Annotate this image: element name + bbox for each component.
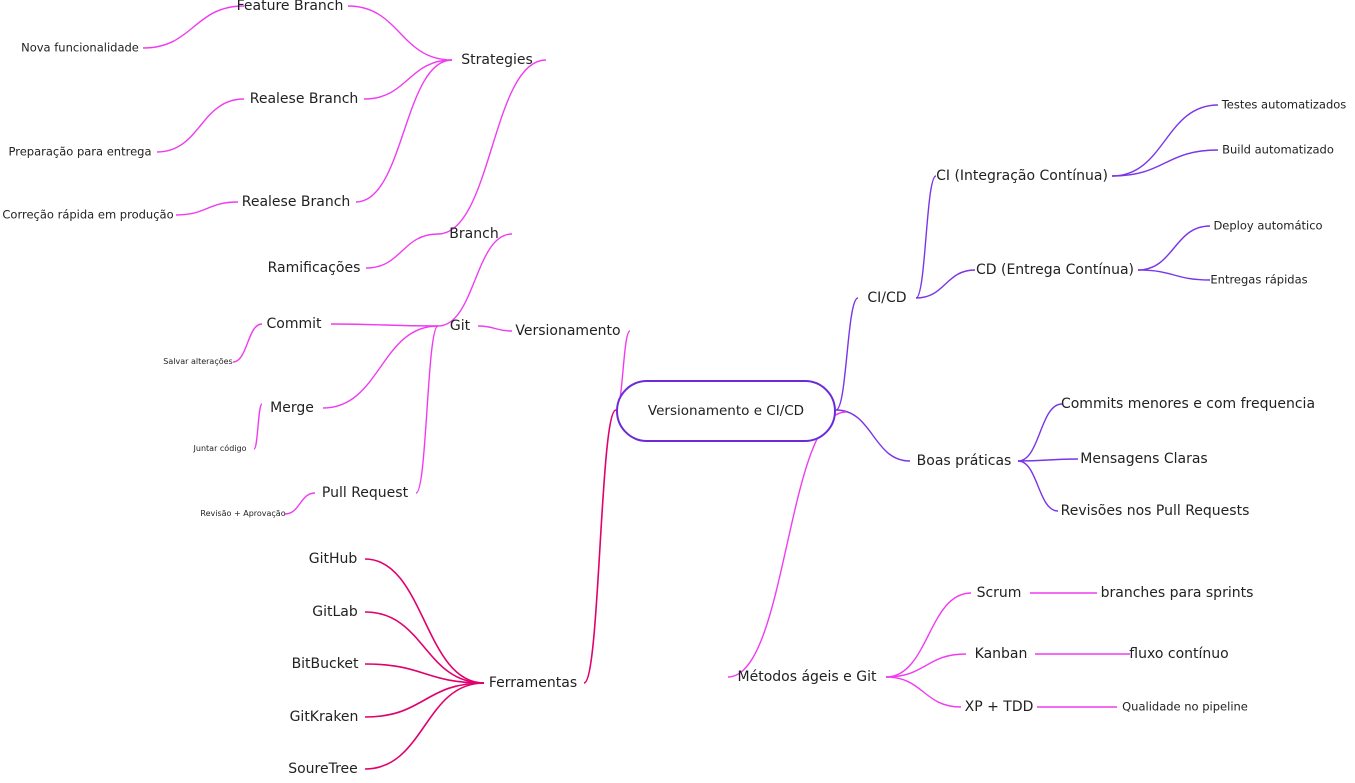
- node-bitbucket[interactable]: BitBucket: [291, 656, 359, 672]
- edge-git-pullrequest: [415, 325, 439, 494]
- node-ramificacoes[interactable]: Ramificações: [267, 260, 361, 276]
- edge-metodos-kanban: [885, 653, 967, 678]
- node-testes[interactable]: Testes automatizados: [1221, 97, 1347, 112]
- edge-ci-testes: [1111, 104, 1219, 177]
- edge-cd-entregas: [1137, 269, 1211, 281]
- node-gitlab[interactable]: GitLab: [312, 604, 358, 620]
- edge-boas-commits: [1017, 403, 1063, 462]
- node-branches-sprints[interactable]: branches para sprints: [1100, 585, 1254, 601]
- node-cd[interactable]: CD (Entrega Contínua): [975, 262, 1135, 278]
- edge-strategies-feature: [347, 5, 453, 61]
- node-nova-funcionalidade[interactable]: Nova funcionalidade: [21, 40, 139, 55]
- node-feature-branch[interactable]: Feature Branch: [236, 0, 344, 14]
- edge-boas-mensagens: [1017, 458, 1079, 462]
- edge-root-boas-praticas: [835, 409, 911, 462]
- node-boas-praticas[interactable]: Boas práticas: [916, 453, 1012, 469]
- edge-strategies-realese1: [363, 59, 453, 100]
- edge-git-branch: [437, 233, 513, 327]
- edge-metodos-xp: [885, 676, 962, 708]
- node-salvar[interactable]: Salvar alterações: [163, 357, 233, 366]
- edge-cd-deploy: [1137, 225, 1211, 271]
- node-ferramentas[interactable]: Ferramentas: [488, 675, 578, 691]
- edge-root-ferramentas: [583, 409, 617, 684]
- node-juntar[interactable]: Juntar código: [193, 444, 247, 453]
- edge-ci-build: [1111, 149, 1219, 177]
- edge-root-metodos: [727, 411, 847, 678]
- edge-branch-strategies: [437, 59, 547, 235]
- node-qualidade[interactable]: Qualidade no pipeline: [1122, 699, 1248, 714]
- edge-ferramentas-bitbucket: [364, 663, 485, 684]
- edge-boas-revisoes: [1017, 460, 1059, 512]
- edge-metodos-scrum: [885, 592, 972, 678]
- node-correcao[interactable]: Correção rápida em produção: [2, 207, 174, 222]
- node-kanban[interactable]: Kanban: [974, 646, 1028, 662]
- node-build[interactable]: Build automatizado: [1222, 142, 1334, 157]
- node-commits-menores[interactable]: Commits menores e com frequencia: [1060, 396, 1316, 412]
- node-merge[interactable]: Merge: [270, 400, 314, 416]
- edge-branch-ramificacoes: [365, 233, 439, 269]
- node-revisao[interactable]: Revisão + Aprovação: [200, 509, 286, 518]
- node-fluxo[interactable]: fluxo contínuo: [1129, 646, 1229, 662]
- node-xp-tdd[interactable]: XP + TDD: [964, 699, 1034, 715]
- edge-root-cicd: [835, 297, 859, 411]
- node-branch[interactable]: Branch: [449, 226, 499, 242]
- edge-realese2-correcao: [175, 201, 239, 216]
- edge-realese1-preparacao: [156, 98, 245, 153]
- root-label: Versionamento e CI/CD: [647, 403, 805, 419]
- node-ci[interactable]: CI (Integração Contínua): [936, 168, 1108, 184]
- edge-cicd-cd: [915, 269, 976, 299]
- edge-cicd-ci: [915, 175, 937, 299]
- node-commit[interactable]: Commit: [266, 316, 322, 332]
- node-pull-request[interactable]: Pull Request: [321, 485, 409, 501]
- node-scrum[interactable]: Scrum: [976, 585, 1022, 601]
- node-realese-branch-1[interactable]: Realese Branch: [249, 91, 359, 107]
- node-metodos[interactable]: Métodos ágeis e Git: [737, 669, 877, 685]
- edge-merge-juntar: [253, 403, 263, 450]
- node-preparacao[interactable]: Preparação para entrega: [8, 144, 152, 159]
- edge-versionamento-git: [477, 325, 513, 332]
- edge-strategies-realese2: [355, 59, 453, 203]
- node-cicd[interactable]: CI/CD: [867, 290, 907, 306]
- node-mensagens[interactable]: Mensagens Claras: [1080, 451, 1208, 467]
- node-revisoes[interactable]: Revisões nos Pull Requests: [1060, 503, 1250, 519]
- node-deploy[interactable]: Deploy automático: [1213, 218, 1323, 233]
- edge-ferramentas-souretree: [364, 682, 485, 770]
- node-realese-branch-2[interactable]: Realese Branch: [241, 194, 351, 210]
- edge-git-commit: [330, 323, 439, 327]
- node-versionamento[interactable]: Versionamento: [515, 323, 621, 339]
- edge-commit-salvar: [232, 323, 263, 363]
- edge-ferramentas-gitkraken: [364, 682, 485, 718]
- edge-ferramentas-github: [364, 558, 485, 684]
- node-souretree[interactable]: SoureTree: [288, 761, 358, 777]
- edge-feature-nova: [142, 5, 245, 49]
- node-entregas[interactable]: Entregas rápidas: [1210, 272, 1308, 287]
- node-github[interactable]: GitHub: [308, 551, 358, 567]
- node-strategies[interactable]: Strategies: [461, 52, 533, 68]
- root-node[interactable]: Versionamento e CI/CD: [616, 380, 836, 442]
- edge-git-merge: [322, 325, 439, 409]
- node-gitkraken[interactable]: GitKraken: [289, 709, 359, 725]
- edge-pullrequest-revisao: [284, 492, 316, 515]
- node-git[interactable]: Git: [449, 318, 471, 334]
- edge-ferramentas-gitlab: [364, 611, 485, 684]
